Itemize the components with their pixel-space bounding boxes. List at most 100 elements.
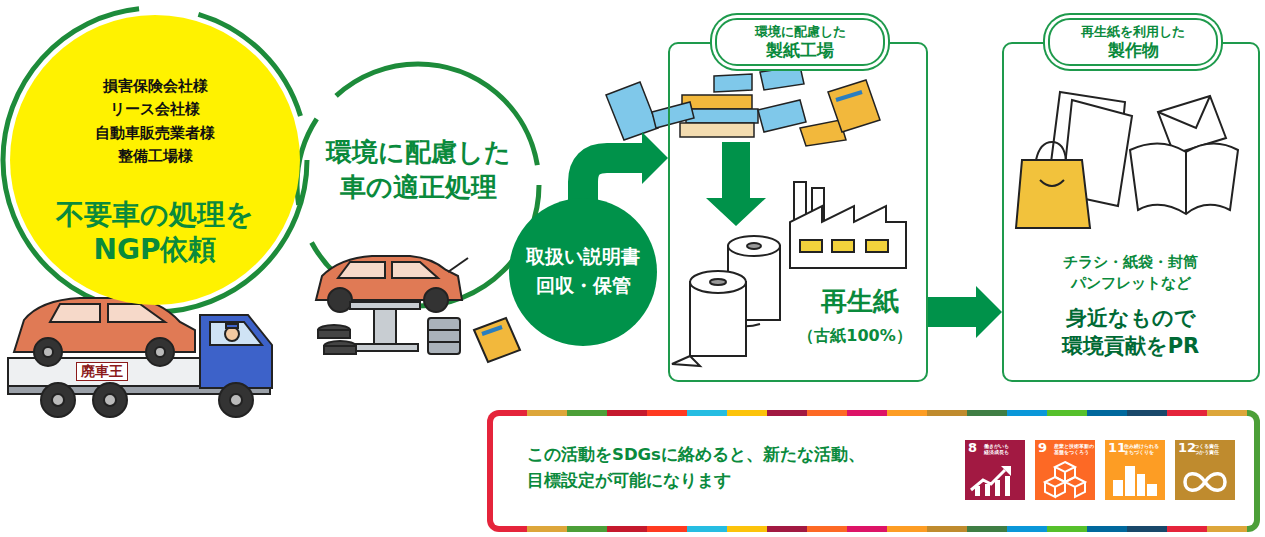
books-pile-part: [828, 80, 880, 132]
goal-title-part: つくる責任: [1194, 443, 1234, 449]
tow-truck-part: [34, 338, 62, 366]
heading-tab-part: 製作物: [1056, 40, 1210, 60]
node-subtext-part: 身近なもので: [1004, 304, 1257, 332]
tow-truck-part: [50, 304, 165, 322]
down-arrow-part: [706, 142, 766, 226]
circle-ring-part: [3, 8, 307, 312]
tow-truck-part: [104, 394, 116, 406]
node-subtext-part: 不要車の処理を: [10, 197, 300, 232]
sdg-glyph-part: [1005, 476, 1010, 496]
goal-number: 12: [1178, 441, 1196, 455]
tow-truck-part: [155, 347, 165, 357]
node-text-part: 取扱い説明書: [509, 242, 657, 271]
circle-ring: [297, 64, 539, 306]
car-on-lift-part: [324, 346, 356, 354]
goal-title: 産業と技術革新の 基盤をつくろう: [1054, 443, 1094, 455]
car-on-lift-part: [338, 262, 438, 278]
tow-truck-part: [219, 383, 253, 417]
node-subtext-part: 環境貢献をPR: [1004, 332, 1257, 360]
factory: [790, 182, 906, 268]
arrow-head: [976, 286, 1002, 338]
circle-ring-part: [297, 64, 539, 306]
goal-title-part: まちづくりを: [1124, 449, 1164, 455]
factory-box: 環境に配慮した 製紙工場再生紙（古紙100%）: [668, 42, 928, 382]
books-pile-part: [760, 66, 804, 90]
car-on-lift-part: [482, 327, 502, 334]
sdg-glyph-part: [985, 484, 990, 496]
tow-truck-part: [43, 347, 53, 357]
books-pile-part: [758, 100, 806, 132]
heading-tab-part: 環境に配慮した: [723, 24, 877, 40]
sdg-glyph-part: [1113, 466, 1157, 496]
paper-rolls-part: [728, 236, 780, 256]
sdg-glyph-part: [975, 486, 980, 496]
paper-products-part: [1130, 143, 1238, 214]
node-subtext-part: NGP依頼: [10, 232, 300, 267]
node-text-part: 整備工場様: [10, 145, 300, 168]
paper-rolls: [672, 236, 780, 366]
sdg-glyph-part-part: [1065, 477, 1085, 497]
node-subtext: （古紙100%）: [782, 326, 928, 345]
car-on-lift-part: [318, 330, 350, 338]
car-on-lift-part: [428, 329, 460, 331]
books-pile-part: [680, 123, 754, 137]
car-on-lift-part: [328, 288, 352, 312]
down-arrow: [706, 142, 766, 226]
node-subtext: 不要車の処理を NGP依頼: [10, 197, 300, 267]
goal-number: 11: [1108, 441, 1126, 455]
sdg-glyph-part: [1001, 466, 1011, 476]
factory-part: [800, 240, 822, 252]
goal-number-part: 8: [968, 441, 977, 455]
tow-truck-part: [146, 338, 174, 366]
paper-products-part: [1036, 142, 1066, 160]
paper-products-part: [1185, 152, 1187, 214]
goal-number-part: 9: [1038, 441, 1047, 455]
tow-truck-part: [225, 327, 239, 341]
paper-rolls-part: [672, 356, 700, 366]
goal-title-part: 経済成長も: [984, 449, 1024, 455]
factory-part: [866, 240, 888, 252]
sdg-glyph-part: [995, 480, 1000, 496]
tow-truck-part: [41, 383, 75, 417]
node-text: この活動をSDGsに絡めると、新たな活動、 目標設定が可能になります: [527, 442, 957, 495]
sdg-icon: 8 働きがいも 経済成長も: [965, 440, 1025, 500]
sdg-glyph-part-part: [1113, 480, 1123, 496]
arrow-head: [642, 132, 668, 184]
node-text-part: 環境に配慮した: [300, 135, 536, 170]
node-text-part: 回収・保管: [509, 271, 657, 300]
tow-truck-part: [230, 394, 242, 406]
paper-rolls-part: [747, 243, 761, 249]
sdg-glyph-part: [1045, 462, 1085, 497]
goal-title-part: 住み続けられる: [1124, 443, 1164, 449]
sdg-glyph-part: [1185, 474, 1225, 491]
car-on-lift-part: [428, 341, 460, 343]
node-subtext-part: 再生紙: [795, 286, 925, 317]
node-subtext: 再生紙: [795, 286, 925, 317]
books-pile-part: [682, 95, 752, 109]
car-on-lift-part: [474, 318, 520, 362]
node-text-part: 目標設定が可能になります: [527, 468, 957, 494]
sdg-glyph-part-part: [1125, 466, 1135, 496]
goal-title-part: 働きがいも: [984, 443, 1024, 449]
tow-truck-part: [210, 322, 262, 345]
paper-products-part: [1158, 96, 1210, 128]
car-on-lift-part: [352, 344, 418, 351]
paper-rolls-part: [690, 271, 746, 293]
node-text-part: 自動車販売業者様: [10, 122, 300, 145]
process-circle: 環境に配慮した 車の適正処理: [300, 67, 536, 303]
books-pile-part: [714, 74, 752, 92]
product-box: 再生紙を利用した 製作物チラシ・紙袋・封筒 パンフレットなど身近なもので 環境貢…: [1002, 42, 1260, 382]
sdg-glyph-part-part: [1137, 474, 1145, 496]
factory-part: [790, 206, 906, 268]
car-on-lift-part: [374, 308, 396, 344]
node-text-part: この活動をSDGsに絡めると、新たな活動、: [527, 442, 957, 468]
node-text-part: 車の適正処理: [300, 170, 536, 205]
goal-number-part: 12: [1178, 441, 1196, 455]
node-subtext-part: チラシ・紙袋・封筒: [1004, 252, 1257, 273]
goal-number: 9: [1038, 441, 1047, 455]
books-pile-part: [686, 109, 758, 123]
sdg-glyph-part-part: [1147, 484, 1157, 496]
node-subtext: 身近なもので 環境貢献をPR: [1004, 304, 1257, 361]
sdg-icon: 9 産業と技術革新の 基盤をつくろう: [1035, 440, 1095, 500]
